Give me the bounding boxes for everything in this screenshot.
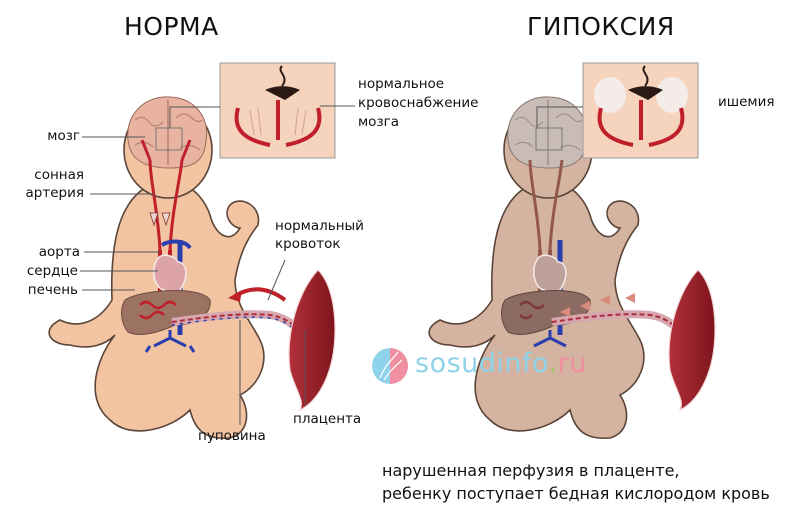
- normal-baby-figure: [48, 96, 336, 439]
- label-heart: сердце: [26, 263, 78, 279]
- label-normal-flow-1: нормальный: [275, 218, 364, 234]
- label-carotid-1: сонная: [34, 167, 84, 183]
- watermark-tld: ru: [557, 348, 587, 379]
- watermark-name: sosudinfo: [415, 348, 549, 379]
- hypoxia-brain-inset: [582, 62, 699, 159]
- watermark-logo-icon: [372, 348, 408, 384]
- label-umbilical-cord: пуповина: [198, 428, 266, 444]
- label-liver: печень: [27, 282, 78, 298]
- watermark: sosudinfo.ru: [415, 348, 587, 379]
- label-normal-flow-2: кровоток: [275, 236, 341, 252]
- label-brain-supply-1: нормальное: [358, 76, 445, 92]
- title-hypoxia: ГИПОКСИЯ: [527, 12, 675, 41]
- label-aorta: аорта: [38, 244, 80, 260]
- label-ischemia: ишемия: [718, 94, 775, 110]
- normal-callout-lines: [80, 105, 355, 425]
- hypoxia-callout-lines: [536, 106, 583, 128]
- label-brain: мозг: [47, 128, 80, 144]
- label-brain-supply-3: мозга: [358, 114, 399, 130]
- title-normal: НОРМА: [124, 12, 219, 41]
- label-placenta: плацента: [293, 411, 362, 427]
- hypoxia-baby-figure: [428, 96, 716, 439]
- label-carotid-2: артерия: [25, 185, 84, 201]
- label-brain-supply-2: кровоснабжение: [358, 95, 479, 111]
- normal-brain-inset: [219, 62, 336, 159]
- caption-line-2: ребенку поступает бедная кислородом кров…: [382, 484, 770, 503]
- caption-line-1: нарушенная перфузия в плаценте,: [382, 461, 680, 480]
- watermark-dot: .: [548, 348, 558, 379]
